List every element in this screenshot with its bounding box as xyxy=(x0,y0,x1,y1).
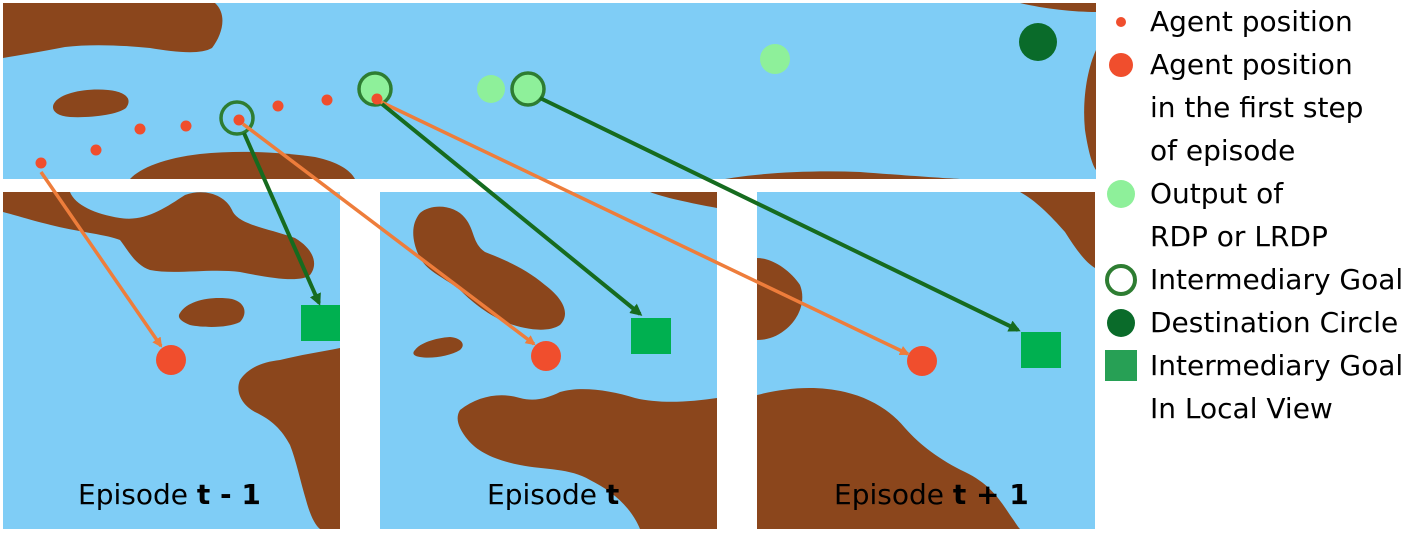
panel-2-land-right xyxy=(650,192,717,208)
panel-2-land-small xyxy=(413,337,463,358)
agent-position-dot xyxy=(272,100,284,112)
caption-prefix: Episode xyxy=(487,478,606,511)
caption-episode-index: t xyxy=(605,478,620,511)
agent-position-dot xyxy=(180,120,192,132)
panel-2-land-bottom xyxy=(457,389,717,529)
panel-3-caption: Episode t + 1 xyxy=(834,478,1029,511)
agent-first-step-dot xyxy=(371,93,383,105)
legend-label: Agent position xyxy=(1150,48,1353,81)
legend-label: RDP or LRDP xyxy=(1150,220,1328,253)
panel-1-land-top-left xyxy=(3,192,315,280)
agent-position-dot xyxy=(90,144,102,156)
green-ring-icon xyxy=(1105,264,1137,296)
legend: Agent position Agent position in the fir… xyxy=(1100,0,1421,536)
panel-3-land-bottom xyxy=(757,388,1020,529)
legend-label: Output of xyxy=(1150,177,1284,210)
panel-2-goal-square xyxy=(631,318,671,354)
panel-2-agent-first-step xyxy=(531,341,561,371)
rdp-output-dot xyxy=(760,44,790,74)
caption-prefix: Episode xyxy=(78,478,197,511)
caption-prefix: Episode xyxy=(834,478,953,511)
agent-first-step-dot xyxy=(233,114,245,126)
agent-arrow-episode-t-plus-1 xyxy=(380,100,910,356)
red-dot-icon xyxy=(1109,53,1133,77)
agent-arrow-episode-t xyxy=(241,122,536,346)
legend-label: Agent position xyxy=(1150,5,1353,38)
island-bottom xyxy=(130,151,355,179)
panel-1-caption: Episode t - 1 xyxy=(78,478,261,511)
goal-arrow-episode-t xyxy=(380,102,643,316)
panel-2-land-top xyxy=(413,206,565,330)
legend-label: Intermediary Goal xyxy=(1150,349,1404,382)
panel-3-goal-square xyxy=(1021,332,1061,368)
small-red-dot-icon xyxy=(1116,17,1126,27)
island-right-edge xyxy=(1084,50,1096,170)
legend-label: In Local View xyxy=(1150,392,1333,425)
island-bottom-right xyxy=(725,171,960,179)
destination-circle xyxy=(1019,23,1057,61)
agent-position-dot xyxy=(35,157,47,169)
legend-label: Destination Circle xyxy=(1150,306,1399,339)
goal-arrow-episode-t-minus-1 xyxy=(242,132,321,306)
island-top-right xyxy=(1020,3,1096,12)
intermediary-goal-ring xyxy=(510,71,546,107)
agent-position-dot xyxy=(321,94,333,106)
panel-3-agent-first-step xyxy=(907,346,937,376)
agent-arrow-episode-t-minus-1 xyxy=(39,171,163,348)
agent-position-dot xyxy=(134,123,146,135)
rdp-output-dot xyxy=(477,75,505,103)
panel-2-caption: Episode t xyxy=(487,478,619,511)
panel-3-land-left xyxy=(757,258,803,340)
local-view-panel-2 xyxy=(380,192,717,529)
green-square-icon xyxy=(1105,350,1137,381)
diagram-canvas xyxy=(3,3,1096,529)
caption-episode-index: t - 1 xyxy=(196,478,261,511)
panel-1-land-small xyxy=(178,298,245,327)
island-small xyxy=(52,89,129,118)
island-top-left xyxy=(3,3,223,58)
goal-arrow-episode-t-plus-1 xyxy=(539,96,1021,332)
intermediary-goal-ring xyxy=(219,100,255,136)
panel-1-land-bottom xyxy=(238,348,340,529)
panel-3-land-top-right xyxy=(1020,192,1095,268)
light-green-dot-icon xyxy=(1107,180,1135,208)
legend-label: of episode xyxy=(1150,134,1296,167)
panel-1-goal-square xyxy=(301,305,340,341)
panel-1-agent-first-step xyxy=(156,345,186,375)
global-map xyxy=(3,3,1096,179)
intermediary-goal-ring xyxy=(357,71,393,107)
legend-label: Intermediary Goal xyxy=(1150,263,1404,296)
caption-episode-index: t + 1 xyxy=(952,478,1029,511)
legend-label: in the first step xyxy=(1150,91,1364,124)
dark-green-dot-icon xyxy=(1107,309,1135,337)
